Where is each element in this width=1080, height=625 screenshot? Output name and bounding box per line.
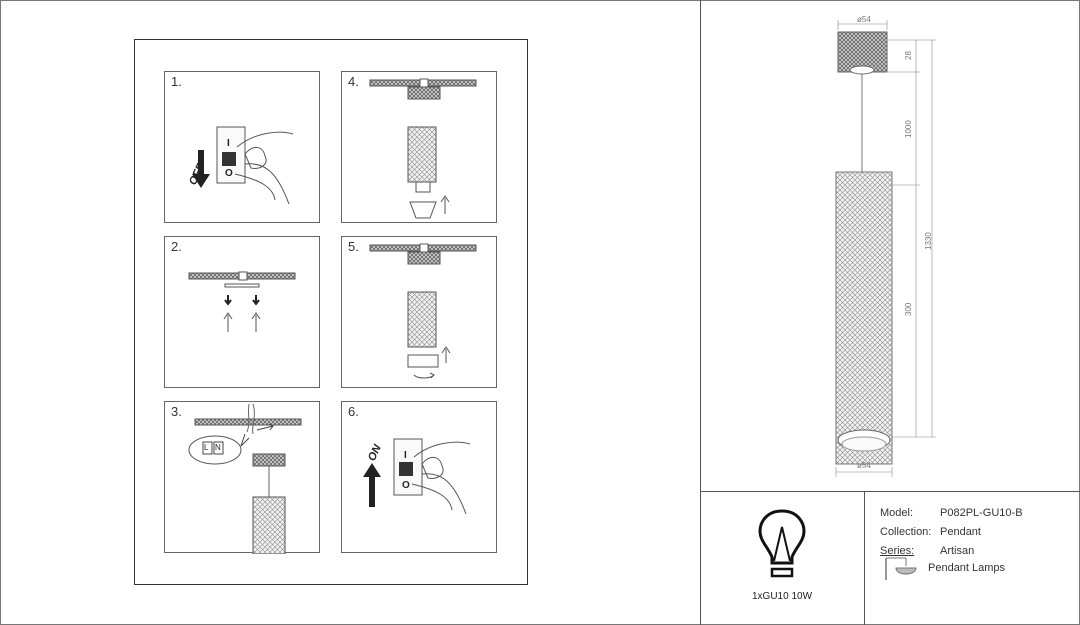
install-bulb-illustration — [369, 243, 477, 379]
pendant-lamp-icon — [885, 557, 917, 580]
collection-value: Pendant — [940, 526, 981, 538]
bottom-diameter-label: ø54 — [857, 461, 871, 470]
light-bulb-icon — [758, 509, 806, 578]
model-label: Model: — [880, 507, 914, 519]
instruction-sheet — [134, 39, 528, 585]
step-1-panel: 1. I O OFF — [164, 71, 320, 223]
series-label: Series: — [880, 545, 915, 557]
step-6-panel: 6. I O ON — [341, 401, 497, 553]
dim-total-height: 1330 — [924, 232, 933, 250]
step-number: 3. — [171, 404, 182, 419]
switch-top-mark: I — [227, 138, 230, 149]
model-value: P082PL-GU10-B — [940, 507, 1023, 519]
right-panel-divider — [700, 0, 701, 625]
step-number: 1. — [171, 74, 182, 89]
switch-bottom-mark: O — [225, 168, 233, 179]
switch-bottom-mark: O — [402, 480, 410, 491]
step-3-panel: 3. L N — [164, 401, 320, 554]
step-5-panel: 5. — [341, 236, 497, 388]
pendant-technical-drawing — [835, 20, 936, 477]
category-value: Pendant Lamps — [928, 562, 1006, 574]
switch-on-illustration — [363, 438, 471, 515]
bulb-caption: 1xGU10 10W — [752, 591, 813, 602]
step-number: 4. — [348, 74, 359, 89]
wiring-illustration — [188, 403, 302, 554]
collection-label: Collection: — [880, 526, 932, 538]
spec-column-divider — [864, 491, 865, 625]
series-value: Artisan — [940, 545, 975, 557]
attach-body-illustration — [369, 78, 477, 219]
step-number: 5. — [348, 239, 359, 254]
top-diameter-label: ø54 — [857, 15, 871, 24]
mount-plate-illustration — [188, 271, 296, 332]
bottom-right-divider — [700, 491, 1080, 492]
step-2-panel: 2. — [164, 236, 320, 388]
dim-canopy-height: 28 — [904, 51, 913, 60]
switch-off-illustration — [192, 126, 294, 205]
step-4-panel: 4. — [341, 71, 497, 223]
dim-cable-length: 1000 — [904, 120, 913, 138]
terminal-n-label: N — [215, 443, 221, 452]
terminal-l-label: L — [204, 443, 209, 452]
switch-top-mark: I — [404, 450, 407, 461]
step-number: 6. — [348, 404, 359, 419]
step-number: 2. — [171, 239, 182, 254]
dim-body-height: 300 — [904, 302, 913, 316]
